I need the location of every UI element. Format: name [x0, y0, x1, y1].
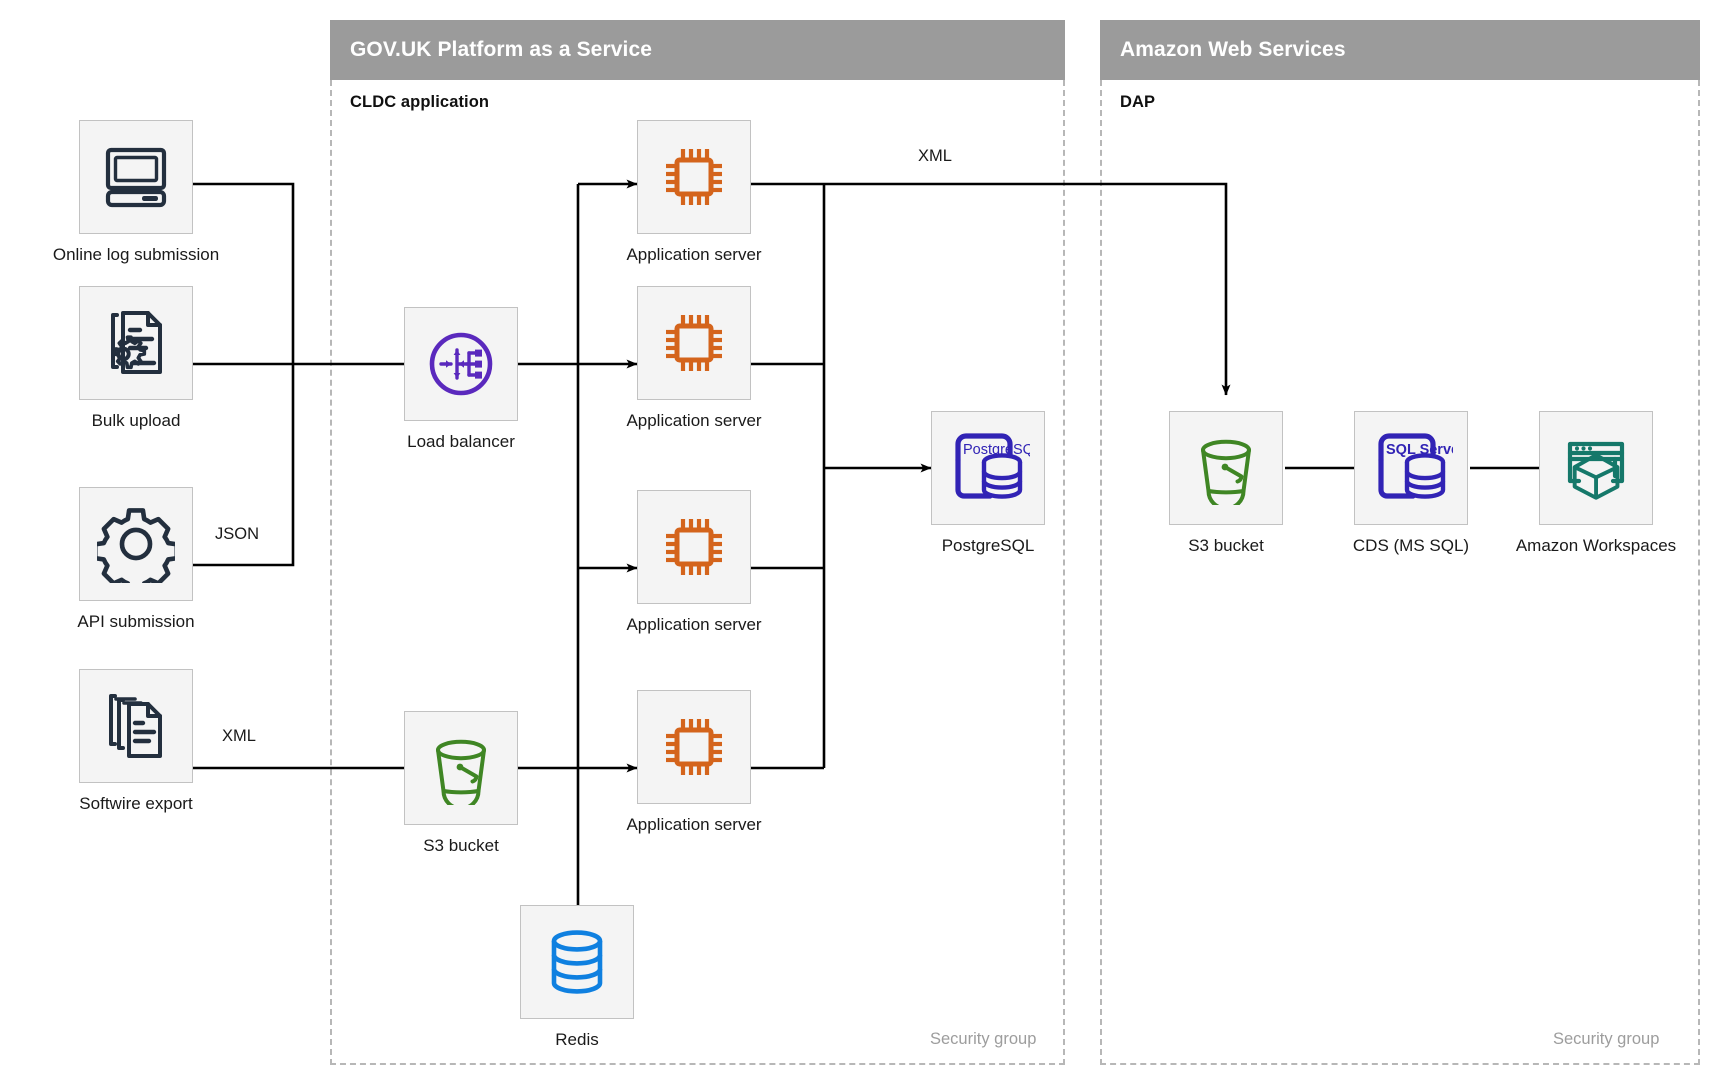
node-app-server-4[interactable]: Application server	[626, 690, 762, 835]
workspaces-cube-icon	[1567, 441, 1625, 500]
tile-app-server-3	[637, 490, 751, 604]
node-postgresql[interactable]: PostgreSQL PostgreSQL	[931, 411, 1045, 556]
edge-label-json: JSON	[215, 525, 260, 543]
tile-app-server-2	[637, 286, 751, 400]
node-s3-bucket-dap[interactable]: S3 bucket	[1169, 411, 1283, 556]
caption-s3-bucket-dap: S3 bucket	[1188, 536, 1264, 555]
tile-app-server-4	[637, 690, 751, 804]
caption-load-balancer: Load balancer	[407, 432, 515, 451]
tile-amazon-workspaces	[1539, 411, 1653, 525]
node-app-server-1[interactable]: Application server	[626, 120, 762, 265]
postgresql-icon-label: PostgreSQL	[963, 442, 1030, 458]
node-app-server-2[interactable]: Application server	[626, 286, 762, 431]
node-s3-bucket-paas[interactable]: S3 bucket	[404, 711, 518, 856]
panel-body-paas	[330, 80, 1065, 1065]
cpu-chip-icon	[666, 315, 722, 371]
security-group-label-paas: Security group	[930, 1030, 1037, 1048]
caption-postgresql: PostgreSQL	[941, 536, 1035, 555]
security-group-label-aws: Security group	[1553, 1030, 1660, 1048]
tile-redis	[520, 905, 634, 1019]
cpu-chip-icon	[666, 519, 722, 575]
tile-softwire-export	[79, 669, 193, 783]
caption-cds-ms-sql: CDS (MS SQL)	[1352, 536, 1470, 555]
caption-online-log-submission: Online log submission	[52, 245, 220, 264]
cpu-chip-icon	[666, 719, 722, 775]
node-cds-ms-sql[interactable]: SQL Server CDS (MS SQL)	[1352, 411, 1470, 556]
desktop-computer-icon	[105, 147, 167, 208]
cpu-chip-icon	[666, 149, 722, 205]
node-amazon-workspaces[interactable]: Amazon Workspaces	[1516, 411, 1676, 556]
tile-cds-ms-sql: SQL Server	[1354, 411, 1468, 525]
caption-redis: Redis	[555, 1030, 599, 1049]
node-bulk-upload[interactable]: Bulk upload	[79, 286, 193, 431]
caption-amazon-workspaces: Amazon Workspaces	[1515, 536, 1677, 555]
panel-title-paas: GOV.UK Platform as a Service	[350, 38, 652, 61]
edge-label-xml-softwire: XML	[222, 727, 256, 745]
edge-label-xml-dap: XML	[918, 147, 952, 165]
tile-api-submission	[79, 487, 193, 601]
load-balancer-icon	[429, 332, 493, 396]
node-softwire-export[interactable]: Softwire export	[79, 669, 193, 814]
tile-online-log-submission	[79, 120, 193, 234]
node-load-balancer[interactable]: Load balancer	[404, 307, 518, 452]
tile-postgresql: PostgreSQL	[931, 411, 1045, 525]
panel-header-aws: Amazon Web Services	[1100, 20, 1700, 80]
s3-bucket-icon	[436, 739, 486, 805]
document-gear-icon	[111, 311, 162, 374]
caption-app-server-3: Application server	[626, 615, 762, 634]
tile-s3-bucket-dap	[1169, 411, 1283, 525]
panel-body-aws	[1100, 80, 1700, 1065]
caption-app-server-4: Application server	[626, 815, 762, 834]
node-online-log-submission[interactable]: Online log submission	[53, 120, 219, 265]
postgresql-database-icon: PostgreSQL	[955, 433, 1030, 499]
node-redis[interactable]: Redis	[520, 905, 634, 1050]
tile-load-balancer	[404, 307, 518, 421]
panel-title-aws: Amazon Web Services	[1120, 38, 1346, 61]
caption-s3-bucket-paas: S3 bucket	[423, 836, 499, 855]
sql-server-database-icon: SQL Server	[1378, 433, 1453, 499]
panel-sub-label-dap: DAP	[1120, 93, 1156, 111]
database-cylinder-icon	[551, 930, 603, 994]
gear-icon	[97, 508, 175, 583]
node-api-submission[interactable]: API submission	[77, 487, 195, 632]
caption-api-submission: API submission	[77, 612, 195, 631]
caption-app-server-1: Application server	[626, 245, 762, 264]
caption-bulk-upload: Bulk upload	[91, 411, 181, 430]
documents-stack-icon	[109, 694, 162, 758]
tile-bulk-upload	[79, 286, 193, 400]
caption-softwire-export: Softwire export	[79, 794, 193, 813]
tile-app-server-1	[637, 120, 751, 234]
panel-header-paas: GOV.UK Platform as a Service	[330, 20, 1065, 80]
node-app-server-3[interactable]: Application server	[626, 490, 762, 635]
tile-s3-bucket-paas	[404, 711, 518, 825]
sql-server-icon-label: SQL Server	[1386, 442, 1453, 458]
caption-app-server-2: Application server	[626, 411, 762, 430]
panel-sub-label-cldc: CLDC application	[350, 93, 490, 111]
s3-bucket-icon	[1201, 439, 1251, 505]
